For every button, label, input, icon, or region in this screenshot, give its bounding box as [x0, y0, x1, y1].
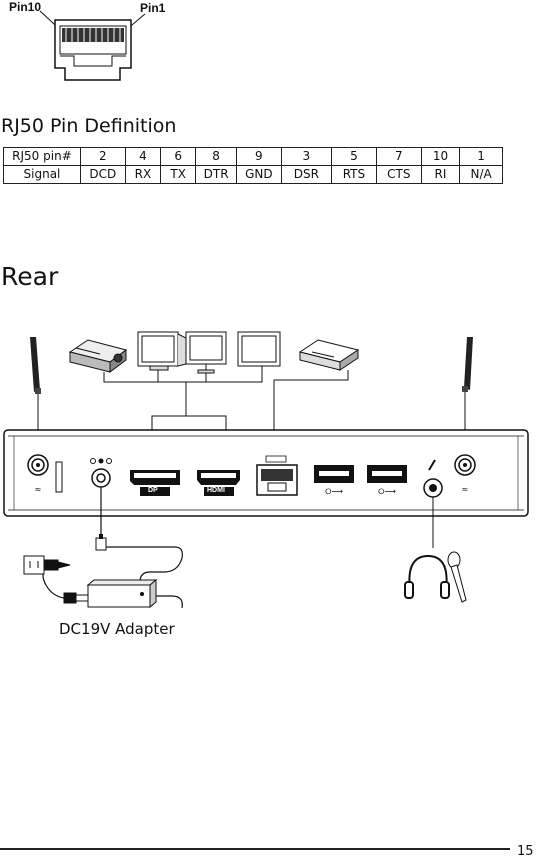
table-cell: RJ50 pin#	[3, 147, 81, 166]
table-row: RJ50 pin# 2 4 6 8 9 3 5 7 10 1	[3, 147, 503, 166]
table-cell: GND	[235, 165, 282, 184]
rear-section-title: Rear	[1, 262, 59, 291]
antenna-connector-left: ≈	[27, 454, 49, 494]
microphone-icon	[447, 551, 467, 603]
lcd-monitor-icon	[237, 331, 281, 367]
table-cell: 10	[420, 147, 461, 166]
table-cell: 8	[195, 147, 237, 166]
headphones-icon	[404, 554, 450, 599]
pin10-label: Pin10	[9, 0, 42, 14]
table-cell: RX	[124, 165, 162, 184]
antenna-connector-right: ≈	[454, 454, 476, 494]
table-cell: 6	[160, 147, 197, 166]
dp-port-label: DP	[148, 487, 158, 494]
svg-text:≈: ≈	[35, 485, 42, 494]
table-cell: TX	[160, 165, 197, 184]
crt-monitor-icon	[137, 331, 187, 371]
rj50-port	[256, 455, 298, 496]
ac-connector-icon	[63, 592, 89, 604]
rj50-connector-diagram	[39, 10, 146, 81]
projector-icon	[68, 339, 128, 373]
table-cell: Signal	[3, 165, 81, 184]
table-cell: 3	[280, 147, 332, 166]
table-cell: RTS	[330, 165, 377, 184]
table-cell: 9	[235, 147, 282, 166]
svg-text:⭘⟶: ⭘⟶	[378, 487, 396, 496]
pin1-label: Pin1	[140, 1, 166, 15]
table-cell: 2	[79, 147, 126, 166]
dc-in-jack	[90, 458, 112, 488]
dc-plug-icon	[95, 534, 107, 551]
svg-text:≈: ≈	[462, 485, 469, 494]
svg-text:⭘⟶: ⭘⟶	[325, 487, 343, 496]
pin-definition-table: RJ50 pin# 2 4 6 8 9 3 5 7 10 1 Signal DC…	[3, 147, 503, 184]
usb-port: ⭘⟶	[314, 465, 354, 496]
table-cell: DCD	[79, 165, 126, 184]
table-cell: CTS	[375, 165, 422, 184]
network-switch-icon	[298, 339, 360, 371]
table-row: Signal DCD RX TX DTR GND DSR RTS CTS RI …	[3, 165, 503, 184]
rear-panel-diagram: ≈ ⭘⟶ ⭘⟶	[3, 331, 529, 609]
card-slot	[55, 461, 63, 493]
table-cell: DSR	[280, 165, 332, 184]
table-cell: 1	[459, 147, 503, 166]
ac-plug-icon	[23, 555, 71, 575]
lcd-monitor-icon	[185, 331, 227, 374]
page-number: 15	[517, 844, 534, 859]
usb-port: ⭘⟶	[367, 465, 407, 496]
power-brick-icon	[86, 578, 158, 609]
table-cell: 4	[124, 147, 162, 166]
table-cell: DTR	[195, 165, 237, 184]
table-cell: 7	[375, 147, 422, 166]
footer-rule	[0, 848, 510, 850]
hdmi-port	[197, 470, 240, 496]
hdmi-port-label: HDMI	[207, 487, 225, 494]
table-cell: N/A	[459, 165, 503, 184]
adapter-caption: DC19V Adapter	[59, 620, 175, 638]
table-cell: RI	[420, 165, 461, 184]
table-cell: 5	[330, 147, 377, 166]
displayport	[130, 470, 180, 496]
pin-definition-title: RJ50 Pin Definition	[1, 115, 177, 137]
